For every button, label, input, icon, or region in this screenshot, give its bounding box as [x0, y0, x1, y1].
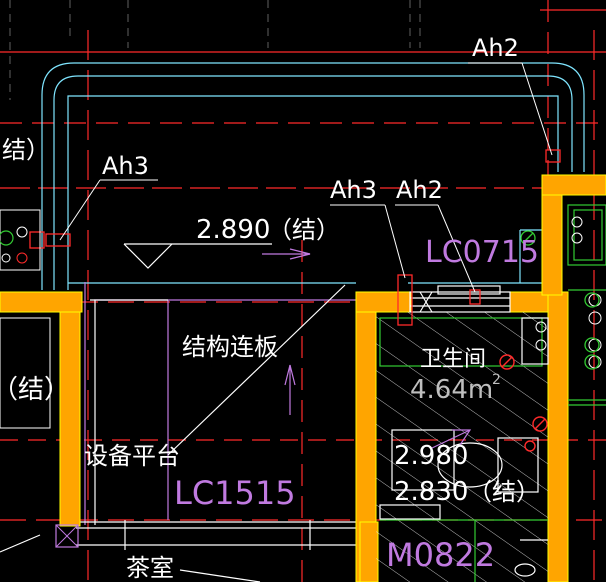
arrows [262, 248, 472, 449]
window-lc0715-frame [409, 285, 511, 313]
label-structural-slab: 结构连板 [182, 333, 278, 361]
left-fixtures [0, 209, 79, 548]
ah-markers [29, 149, 561, 326]
label-bath-note: （结） [468, 478, 540, 506]
label-elevation-bath-2: 2.830 [394, 477, 468, 507]
label-area-superscript: 2 [492, 372, 501, 388]
label-left-edge-note: 结） [2, 136, 50, 164]
walls [0, 174, 606, 582]
white-lines [0, 284, 356, 582]
label-window-lc0715: LC0715 [425, 235, 539, 270]
leader-lines [59, 62, 553, 293]
label-ah2-mid: Ah2 [396, 176, 443, 204]
label-equipment-platform: 设备平台 [84, 442, 180, 470]
label-bathroom-area: 4.64m [410, 375, 493, 405]
label-elevation-bath-1: 2.980 [394, 441, 468, 471]
bathroom [376, 204, 606, 582]
label-left-mid-note: （结） [0, 375, 70, 405]
balcony-outline [41, 62, 585, 290]
label-elevation-main: 2.890 [196, 215, 270, 245]
label-tea-room: 茶室 [126, 554, 174, 582]
elevation-symbol [123, 243, 272, 269]
label-ah3-mid: Ah3 [330, 176, 377, 204]
label-bathroom: 卫生间 [420, 347, 486, 372]
labels: Ah2 Ah3 Ah3 Ah2 2.890 （结） LC0715 结构连板 卫生… [0, 34, 540, 582]
label-ah2-top: Ah2 [472, 34, 519, 62]
label-door-m0822: M0822 [386, 536, 495, 574]
label-elevation-main-note: （结） [268, 216, 340, 244]
grid-dashed-gray [9, 0, 421, 100]
label-window-lc1515: LC1515 [174, 474, 296, 512]
label-ah3-left: Ah3 [102, 152, 149, 180]
